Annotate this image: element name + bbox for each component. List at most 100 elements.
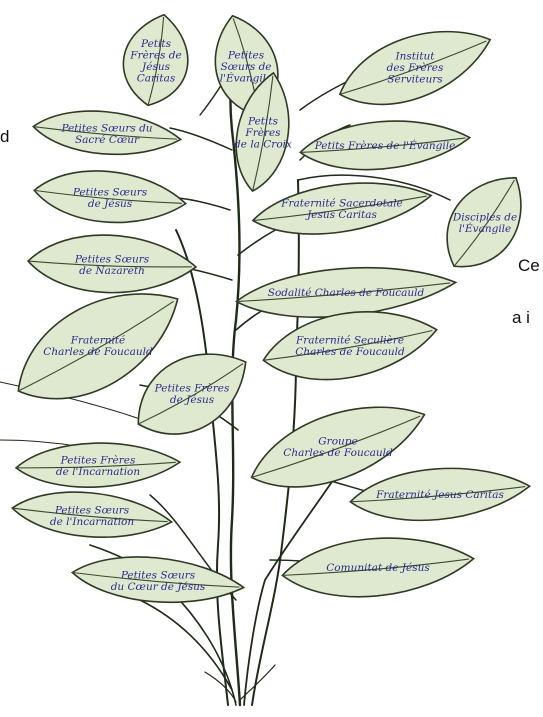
leaf-label-line: Serviteurs — [387, 74, 443, 86]
leaf-label-line: Petits Frères de l'Évangile — [314, 138, 456, 152]
leaf-label-line: l'Évangile — [220, 71, 273, 85]
leaf-label-line: l'Évangile — [459, 221, 512, 235]
leaf-shape — [32, 110, 183, 156]
leaf-vein — [252, 75, 274, 192]
leaf-vein — [34, 189, 182, 204]
leaf-sodalite-charles-de-foucauld: Sodalité Charles de Foucauld — [234, 266, 458, 319]
leaf-shape — [251, 182, 433, 235]
leaf-fraternite-jesus-caritas: Fraternité Jesus Caritas — [349, 467, 532, 522]
leaf-label-line: Charles de Foucauld — [43, 346, 153, 358]
leaf-shape — [262, 311, 438, 381]
leaf-label-line: Charles de Foucauld — [295, 346, 405, 358]
leaf-vein — [350, 486, 526, 503]
leaf-label-line: de Jésus — [170, 394, 215, 406]
leaf-vein — [453, 179, 515, 267]
leaf-vein — [18, 300, 174, 392]
cut-off-text-fragment: Ce — [518, 256, 540, 275]
leaf-shape — [14, 442, 182, 488]
leaf-label-line: de Nazareth — [79, 265, 145, 277]
leaf-label-line: Jésus — [140, 61, 171, 73]
leaf-vein — [263, 329, 433, 361]
leaf-shape — [281, 537, 476, 598]
leaf-shape — [26, 234, 198, 294]
leaf-label-line: Petites Sœurs — [74, 253, 150, 265]
leaf-shape — [299, 120, 472, 171]
leaf-vein — [300, 137, 466, 153]
leaf-label-line: Institut — [394, 51, 435, 63]
leaf-label-line: Petites Sœurs — [54, 504, 130, 516]
leaf-disciples-de-l-evangile: Disciples del'Évangile — [446, 176, 522, 268]
leaf-label-line: Sodalité Charles de Foucauld — [268, 287, 425, 299]
cut-off-text-fragment: a i — [512, 308, 530, 327]
leaf-label-line: Comunitat de Jésus — [326, 562, 430, 574]
leaf-label-line: Fraternité — [70, 334, 126, 346]
leaf-vein — [282, 558, 469, 576]
leaf-vein — [28, 260, 192, 268]
leaf-label-line: de l'Incarnation — [50, 516, 135, 528]
leaf-label-line: Fraternité Sacerdotale — [280, 197, 403, 209]
cut-off-text-fragment: d — [0, 127, 10, 146]
leaf-vein — [72, 571, 240, 588]
leaf-label-line: Petites — [227, 50, 265, 62]
leaf-label-line: Sacré Cœur — [75, 134, 140, 146]
leaf-label-line: Fraternité Jesus Caritas — [375, 489, 504, 501]
leaf-label-line: Petits — [247, 116, 279, 128]
leaf-shape — [338, 30, 492, 106]
leaf-shape — [71, 556, 246, 604]
leaf-label-line: Fraternité Seculière — [295, 334, 404, 346]
leaf-vein — [236, 282, 451, 303]
leaf-petits-freres-de-l-evangile: Petits Frères de l'Évangile — [299, 120, 472, 171]
leaf-comunitat-de-jesus: Comunitat de Jésus — [281, 537, 476, 598]
leaf-shape — [33, 170, 187, 224]
leaf-label-line: Jesus Caritas — [305, 209, 377, 221]
leaf-label-line: Petites Frères — [154, 382, 230, 394]
leaf-label-line: de l'Incarnation — [56, 466, 141, 478]
leaf-label-line: Petites Sœurs du — [60, 122, 152, 134]
leaf-shape — [250, 406, 426, 488]
leaf-shape — [11, 491, 174, 539]
leaf-shape — [122, 13, 189, 107]
leaf-label-line: Caritas — [137, 72, 176, 84]
leaf-label-line: Frères de — [129, 49, 181, 61]
leaf-label-line: de la Croix — [234, 139, 292, 151]
leaf-label-line: des Frères — [387, 62, 444, 74]
leaf-label-line: Groupe — [318, 435, 357, 447]
leaf-vein — [12, 507, 168, 523]
leaf-shape — [235, 71, 290, 193]
leaf-shape — [137, 353, 247, 435]
leaf-shape — [17, 293, 179, 400]
leaf-label-line: Petites Sœurs — [120, 569, 196, 581]
leaf-vein — [33, 126, 178, 140]
leaf-label-line: Petites Frères — [60, 454, 136, 466]
leaf-label-line: Sœurs de — [220, 61, 271, 73]
leaf-label-line: Petits — [140, 38, 172, 50]
leaf-shape — [349, 467, 532, 522]
leaf-vein — [339, 40, 487, 95]
leaf-vein — [138, 363, 244, 425]
leaf-shape — [234, 266, 458, 319]
leaf-label-line: de Jésus — [88, 198, 133, 210]
leaf-vein — [16, 461, 176, 469]
leaf-label-line: Disciples de — [452, 211, 517, 223]
leaf-vein — [252, 195, 427, 222]
leaf-label-line: Frères — [244, 127, 281, 139]
leaf-label-line: du Cœur de Jésus — [111, 581, 206, 593]
leaf-label-line: Charles de Foucauld — [283, 447, 393, 459]
leaf-label-line: Petites Sœurs — [72, 186, 148, 198]
